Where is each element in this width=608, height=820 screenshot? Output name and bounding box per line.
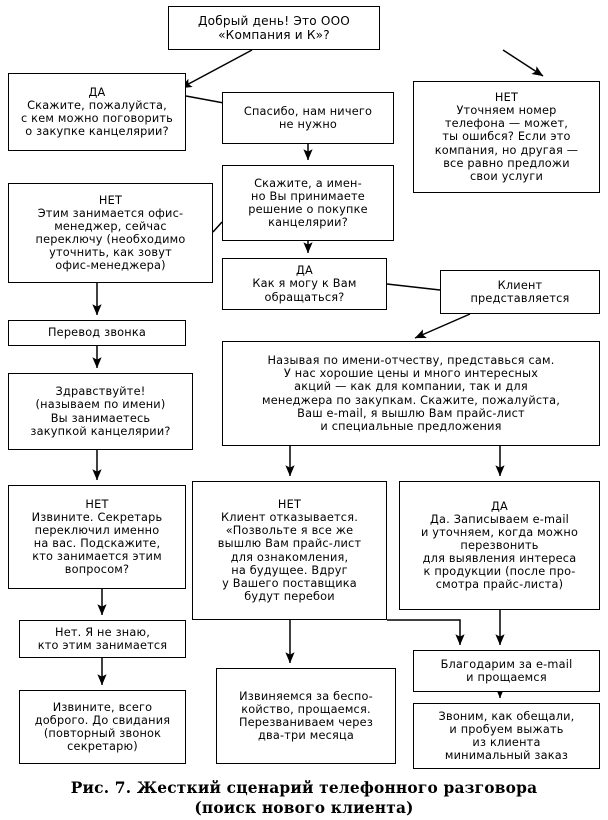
connector-refuse-to-thanksemail xyxy=(387,619,465,646)
node-pitch-email-text: Называя по имени-отчеству, представься с… xyxy=(261,354,560,433)
node-are-you-decision-maker: Скажите, а имен- но Вы принимаете решени… xyxy=(222,165,394,241)
node-thanks-email-text: Благодарим за e-mail и прощаемся xyxy=(440,657,573,684)
node-no-check-number: НЕТ Уточняем номер телефона — может, ты … xyxy=(413,81,600,193)
node-call-transfer: Перевод звонка xyxy=(8,320,186,346)
node-yes-how-address-text: ДА Как я могу к Вам обращаться? xyxy=(252,264,357,304)
node-hello-by-name: Здравствуйте! (называем по имени) Вы зан… xyxy=(8,373,193,450)
node-no-dont-know-text: Нет. Я не знаю, кто этим занимается xyxy=(37,625,168,652)
node-no-secretary-transferred-text: НЕТ Извините. Секретарь переключил именн… xyxy=(31,497,163,577)
node-client-introduces-text: Клиент представляется xyxy=(470,278,570,305)
node-no-office-manager-text: НЕТ Этим занимается офис- менеджер, сейч… xyxy=(35,193,186,273)
node-client-introduces: Клиент представляется xyxy=(440,270,600,314)
node-no-office-manager: НЕТ Этим занимается офис- менеджер, сейч… xyxy=(8,183,213,283)
node-apologize-callback: Извиняемся за беспо- койство, прощаемся.… xyxy=(216,668,396,764)
connector-greeting-to-no xyxy=(502,49,544,77)
node-call-transfer-text: Перевод звонка xyxy=(47,326,147,340)
node-apologize-goodbye-text: Извините, всего доброго. До свидания (по… xyxy=(34,700,171,754)
node-pitch-email: Называя по имени-отчеству, представься с… xyxy=(222,341,600,446)
node-greeting-text: Добрый день! Это ООО «Компания и К»? xyxy=(197,13,351,42)
node-are-you-decision-maker-text: Скажите, а имен- но Вы принимаете решени… xyxy=(248,176,368,230)
node-apologize-goodbye: Извините, всего доброго. До свидания (по… xyxy=(19,690,186,764)
node-thanks-email: Благодарим за e-mail и прощаемся xyxy=(413,650,600,692)
connector-greeting-to-yes xyxy=(180,49,253,89)
node-yes-record-email: ДА Да. Записываем e-mail и уточняем, ког… xyxy=(399,481,600,610)
node-yes-purchasing-text: ДА Скажите, пожалуйста, с кем можно пого… xyxy=(20,85,174,139)
node-hello-by-name-text: Здравствуйте! (называем по имени) Вы зан… xyxy=(30,385,171,438)
node-yes-record-email-text: ДА Да. Записываем e-mail и уточняем, ког… xyxy=(420,499,579,592)
figure-caption: Рис. 7. Жесткий сценарий телефонного раз… xyxy=(70,779,538,818)
connector-client-to-pitch xyxy=(414,313,471,339)
node-greeting: Добрый день! Это ООО «Компания и К»? xyxy=(168,6,380,50)
node-yes-purchasing: ДА Скажите, пожалуйста, с кем можно пого… xyxy=(8,73,186,151)
node-yes-how-address: ДА Как я могу к Вам обращаться? xyxy=(222,258,387,310)
node-no-client-refuses-text: НЕТ Клиент отказывается. «Позвольте я вс… xyxy=(217,498,362,603)
node-thanks-nothing-text: Спасибо, нам ничего не нужно xyxy=(243,104,373,131)
connector-how-address-to-client xyxy=(386,283,441,291)
node-no-secretary-transferred: НЕТ Извините. Секретарь переключил именн… xyxy=(8,485,186,589)
node-apologize-callback-text: Извиняемся за беспо- койство, прощаемся.… xyxy=(238,689,374,743)
node-no-client-refuses: НЕТ Клиент отказывается. «Позвольте я вс… xyxy=(192,481,387,620)
node-no-check-number-text: НЕТ Уточняем номер телефона — может, ты … xyxy=(434,91,579,183)
node-call-and-push: Звоним, как обещали, и пробуем выжать из… xyxy=(413,703,600,769)
node-call-and-push-text: Звоним, как обещали, и пробуем выжать из… xyxy=(438,709,575,763)
node-thanks-nothing: Спасибо, нам ничего не нужно xyxy=(222,92,394,144)
connector-officemanager-to-decision xyxy=(212,221,223,233)
node-no-dont-know: Нет. Я не знаю, кто этим занимается xyxy=(19,620,186,658)
